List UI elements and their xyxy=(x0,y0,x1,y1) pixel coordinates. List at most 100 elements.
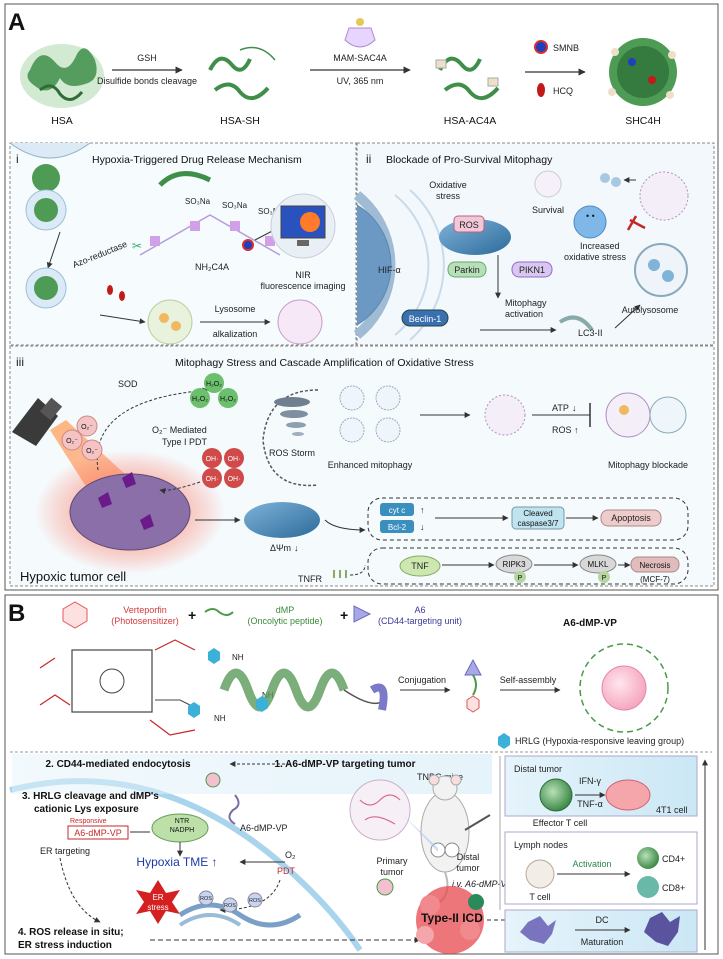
label-step-2: 2. CD44-mediated endocytosis xyxy=(45,759,190,770)
label-a6-dmp-vp: A6-dMP-VP xyxy=(240,823,288,833)
label-ntr: NTR xyxy=(175,818,189,825)
hcq-icon xyxy=(537,83,545,97)
membrane-invagination xyxy=(9,142,91,159)
label-nir: NIR xyxy=(295,270,311,280)
cd44-receptor xyxy=(228,794,240,825)
svg-text:↓: ↓ xyxy=(294,543,299,553)
effector-t-cell-icon xyxy=(539,778,573,812)
label-dc: DC xyxy=(596,915,609,925)
label-hsa-sh: HSA-SH xyxy=(220,115,260,127)
label-hypoxic-tumor-cell: Hypoxic tumor cell xyxy=(20,569,126,584)
label-oxidative: Oxidative xyxy=(429,180,467,190)
mitophagosome-1 xyxy=(339,385,365,411)
label-so3na-3: SO₃Na xyxy=(258,207,284,216)
label-necrosis: Necrosis xyxy=(639,561,670,570)
lysosome-1 xyxy=(147,299,193,345)
immature-dc-icon xyxy=(520,916,556,944)
panel-a-letter: A xyxy=(8,9,25,36)
hrlg-legend-icon xyxy=(498,733,510,749)
nanoparticle-shc4h xyxy=(608,38,677,106)
label-nir-imaging: fluorescence imaging xyxy=(260,281,345,291)
label-p-1: P xyxy=(518,575,523,582)
label-t-cell: T cell xyxy=(529,892,550,902)
label-delta-psi: ΔΨm xyxy=(270,543,291,553)
er-stress-burst xyxy=(136,880,180,924)
lysosome-iii xyxy=(484,394,526,436)
label-type-i-pdt: Type I PDT xyxy=(162,437,208,447)
label-ox-stress-ii: oxidative stress xyxy=(564,252,627,262)
label-o2-mediated: O₂⁻ Mediated xyxy=(152,425,207,435)
label-maturation: Maturation xyxy=(581,937,624,947)
smnb-icon xyxy=(534,40,548,54)
ros-bubble-2 xyxy=(222,897,238,913)
tumor-zoom xyxy=(349,779,411,841)
label-oncolytic: (Oncolytic peptide) xyxy=(247,616,322,626)
label-dmp: dMP xyxy=(276,605,295,615)
label-lymph-nodes: Lymph nodes xyxy=(514,840,568,850)
mlkl-badge xyxy=(579,554,617,574)
label-ros-b2: ROS xyxy=(224,903,236,909)
mature-dc-icon xyxy=(644,912,680,946)
label-so3na-2: SO₃Na xyxy=(222,201,248,210)
label-activation: activation xyxy=(505,309,543,319)
label-er-targeting: ER targeting xyxy=(40,846,90,856)
label-hsa: HSA xyxy=(51,115,73,127)
apoptosis-badge xyxy=(600,509,662,527)
label-nh-1: NH xyxy=(232,653,244,662)
hydroxyl-3 xyxy=(202,468,222,488)
label-o2r-2: O₂⁻ xyxy=(66,438,78,445)
label-iv: i.v. A6-dMP-VP xyxy=(452,879,513,889)
micelle-small-2 xyxy=(376,878,394,896)
label-distal: Distal xyxy=(457,852,480,862)
ros-bubble-1 xyxy=(198,890,214,906)
mitophagosome-3 xyxy=(339,417,365,443)
np-endocytosed xyxy=(32,164,60,192)
parkin-badge xyxy=(447,261,487,278)
hrlg-2 xyxy=(256,696,268,712)
label-ros-b3: ROS xyxy=(249,898,261,904)
label-nadph: NADPH xyxy=(170,827,195,834)
verteporfin-structure xyxy=(39,639,201,736)
label-pdt: PDT xyxy=(277,866,296,876)
pink1-badge xyxy=(511,261,553,278)
caspase-badge xyxy=(511,506,565,530)
phospho-2 xyxy=(598,571,610,583)
label-mitophagy-blockade: Mitophagy blockade xyxy=(608,460,688,470)
label-apoptosis: Apoptosis xyxy=(611,513,651,523)
label-verteporfin: Verteporfin xyxy=(123,605,167,615)
label-o2r-3: O₂⁻ xyxy=(86,448,98,455)
label-gsh: GSH xyxy=(137,53,157,63)
label-step-3b: cationic Lys exposure xyxy=(34,804,139,815)
panel-b-letter: B xyxy=(8,600,25,627)
a6-icon xyxy=(353,605,372,623)
label-stress: stress xyxy=(436,191,461,201)
label-a6: A6 xyxy=(414,605,425,615)
fused-vesicle-icon xyxy=(605,392,687,438)
label-oh-4: OH· xyxy=(228,476,241,483)
protein-hsa-sh xyxy=(208,46,276,100)
label-tnfa: TNF-α xyxy=(577,799,603,809)
h2o2-1 xyxy=(204,373,224,393)
label-primary-tumor: tumor xyxy=(380,867,403,877)
label-o2r-1: O₂⁻ xyxy=(81,424,93,431)
section-ii-title: Blockade of Pro-Survival Mitophagy xyxy=(386,154,553,166)
monitor-icon xyxy=(270,193,336,259)
smiley-icon xyxy=(534,170,562,198)
label-er: ER xyxy=(152,893,163,902)
label-so3na-1: SO₃Na xyxy=(185,197,211,206)
receptor-icon xyxy=(333,570,347,578)
label-cytc: cyt c xyxy=(389,506,405,515)
label-hypoxia-tme: Hypoxia TME ↑ xyxy=(136,855,217,869)
label-survival: Survival xyxy=(532,205,564,215)
cd8-icon xyxy=(637,876,659,898)
label-pink1: PIKN1 xyxy=(519,265,545,275)
label-self-assembly: Self-assembly xyxy=(500,675,557,685)
ripk3-badge xyxy=(495,554,533,574)
label-step-4a: 4. ROS release in situ; xyxy=(18,927,124,938)
bcl2-badge xyxy=(380,520,414,533)
section-iii-num: iii xyxy=(16,355,24,369)
label-effector: Effector T cell xyxy=(533,818,588,828)
label-a6-dmp-vp-title: A6-dMP-VP xyxy=(563,618,617,629)
